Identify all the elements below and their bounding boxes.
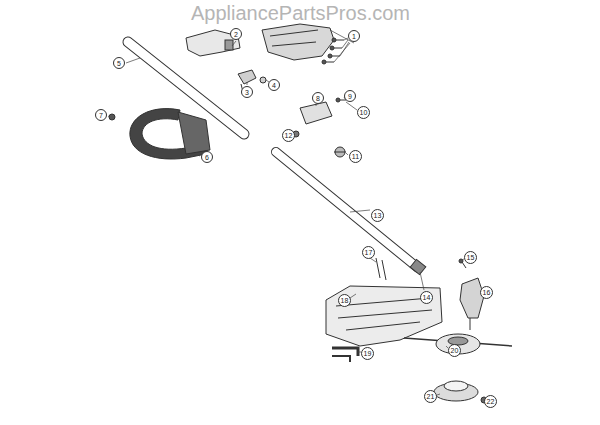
callout-number: 16 xyxy=(483,289,491,296)
callout-number: 7 xyxy=(99,112,103,119)
callout-number: 12 xyxy=(285,132,293,139)
callout-bubble: 15 xyxy=(464,251,477,264)
callout-bubble: 3 xyxy=(241,86,253,98)
callout-bubble: 5 xyxy=(113,57,125,69)
callout-number: 6 xyxy=(205,154,209,161)
callout-bubble: 6 xyxy=(201,151,213,163)
watermark: AppliancePartsPros.com xyxy=(191,2,410,25)
callout-number: 15 xyxy=(467,254,475,261)
callout-bubble: 7 xyxy=(95,109,107,121)
callout-bubble: 13 xyxy=(371,209,384,222)
callout-number: 3 xyxy=(245,89,249,96)
callout-bubble: 2 xyxy=(230,28,242,40)
callout-number: 19 xyxy=(364,350,372,357)
callout-bubble: 8 xyxy=(312,92,324,104)
callout-number: 18 xyxy=(341,297,349,304)
callout-bubble: 17 xyxy=(362,246,375,259)
callout-bubble: 4 xyxy=(268,79,280,91)
callout-number: 2 xyxy=(234,31,238,38)
callout-bubble: 11 xyxy=(349,150,362,163)
callout-bubble: 21 xyxy=(424,390,437,403)
callout-number: 9 xyxy=(348,93,352,100)
callout-bubble: 14 xyxy=(420,291,433,304)
callout-bubble: 1 xyxy=(348,30,360,42)
callout-bubble: 19 xyxy=(361,347,374,360)
callout-number: 4 xyxy=(272,82,276,89)
callout-number: 1 xyxy=(352,33,356,40)
callout-bubble: 16 xyxy=(480,286,493,299)
callout-number: 21 xyxy=(427,393,435,400)
callout-number: 8 xyxy=(316,95,320,102)
callout-number: 10 xyxy=(360,109,368,116)
callout-bubble: 18 xyxy=(338,294,351,307)
callout-number: 11 xyxy=(352,153,359,160)
callout-bubble: 10 xyxy=(357,106,370,119)
callout-number: 13 xyxy=(374,212,382,219)
callout-bubble: 9 xyxy=(344,90,356,102)
callout-number: 17 xyxy=(365,249,373,256)
callout-number: 22 xyxy=(487,398,495,405)
callout-number: 14 xyxy=(423,294,431,301)
callout-bubble: 20 xyxy=(448,344,461,357)
callout-bubble: 12 xyxy=(282,129,295,142)
callout-number: 5 xyxy=(117,60,121,67)
callout-number: 20 xyxy=(451,347,459,354)
callout-bubble: 22 xyxy=(484,395,497,408)
